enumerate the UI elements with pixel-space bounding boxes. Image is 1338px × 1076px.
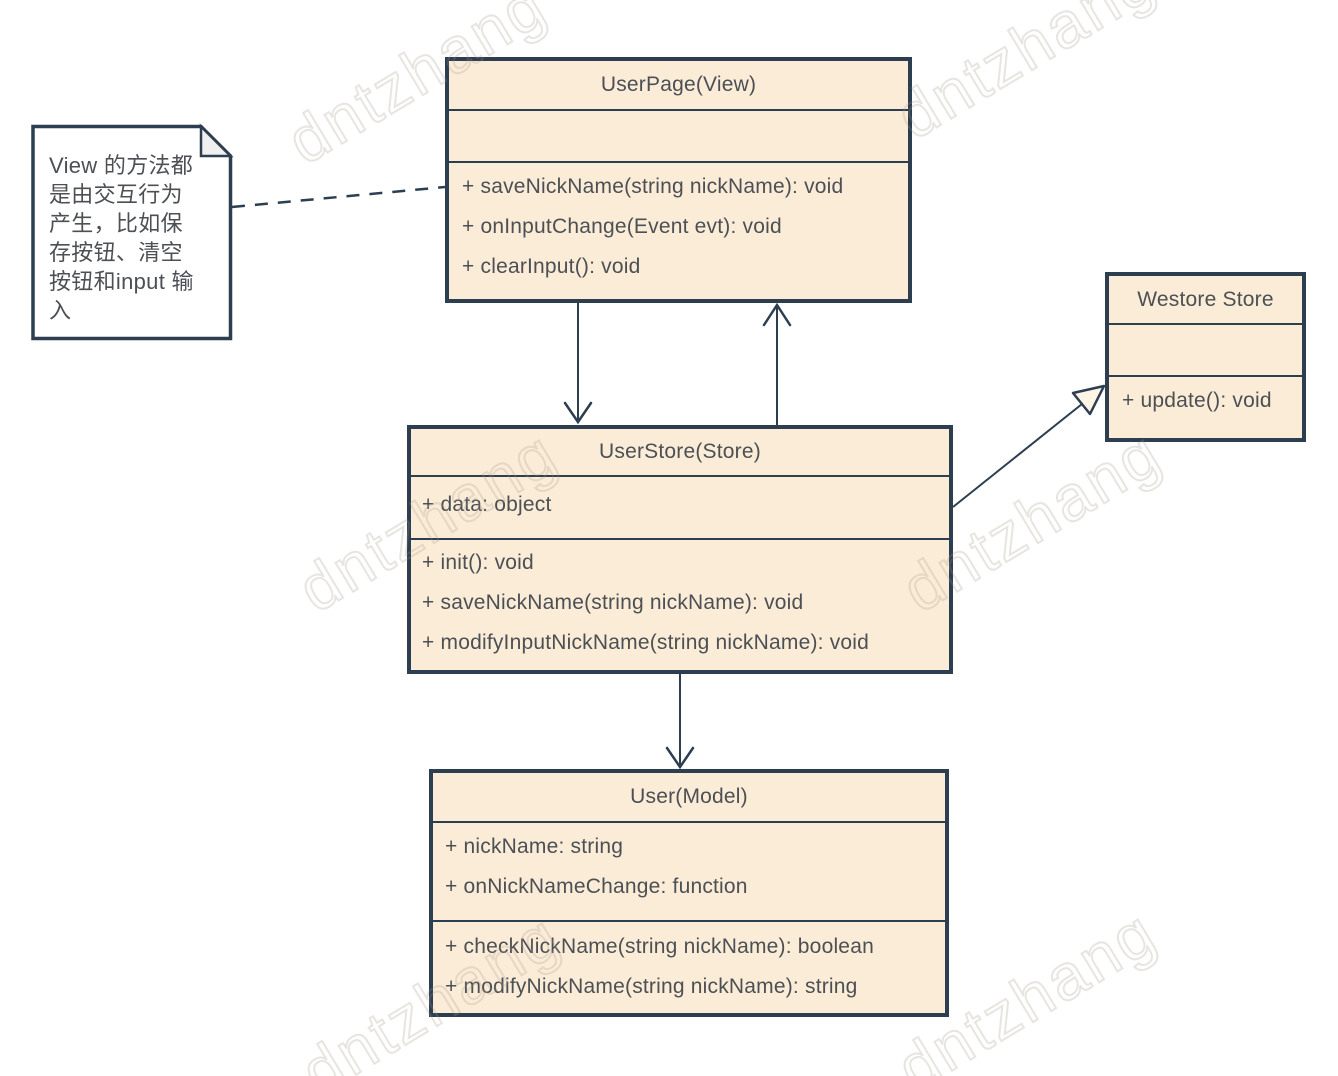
- arrow-userpage-to-userstore-head: [563, 401, 593, 425]
- generalization-userstore-to-westore-line: [952, 403, 1083, 508]
- class-attributes-userpage: [449, 111, 908, 163]
- class-box-user-model: User(Model) + nickName: string + onNickNa…: [429, 769, 949, 1017]
- note-folded-corner: [199, 123, 234, 158]
- attribute-line: + onNickNameChange: function: [445, 875, 748, 898]
- method-line: + checkNickName(string nickName): boolea…: [445, 935, 874, 958]
- class-title-userstore: UserStore(Store): [411, 429, 949, 477]
- generalization-arrowhead-icon: [1071, 384, 1106, 416]
- method-line: + saveNickName(string nickName): void: [462, 175, 844, 198]
- attribute-line: + nickName: string: [445, 835, 624, 858]
- class-methods-userstore: + init(): void + saveNickName(string nick…: [411, 540, 949, 670]
- class-attributes-westore-store: [1109, 325, 1302, 377]
- class-box-userpage: UserPage(View) + saveNickName(string nic…: [445, 57, 912, 303]
- class-methods-user-model: + checkNickName(string nickName): boolea…: [433, 922, 945, 1013]
- note-attachment-dashed-line: [231, 185, 446, 209]
- class-box-userstore: UserStore(Store) + data: object + init()…: [407, 425, 953, 674]
- method-line: + clearInput(): void: [462, 255, 641, 278]
- class-title-userpage: UserPage(View): [449, 61, 908, 111]
- note-shape: [31, 124, 233, 341]
- method-line: + init(): void: [422, 551, 534, 574]
- class-attributes-userstore: + data: object: [411, 477, 949, 540]
- arrow-userstore-to-user-head: [665, 746, 695, 770]
- method-line: + update(): void: [1122, 389, 1272, 412]
- class-title-westore-store: Westore Store: [1109, 276, 1302, 325]
- class-attributes-user-model: + nickName: string + onNickNameChange: fu…: [433, 823, 945, 922]
- class-methods-westore-store: + update(): void: [1109, 377, 1302, 438]
- class-box-westore-store: Westore Store + update(): void: [1105, 272, 1306, 442]
- arrow-userstore-to-userpage-head: [762, 302, 792, 327]
- class-methods-userpage: + saveNickName(string nickName): void + o…: [449, 163, 908, 299]
- method-line: + saveNickName(string nickName): void: [422, 591, 804, 614]
- class-title-user-model: User(Model): [433, 773, 945, 823]
- method-line: + modifyNickName(string nickName): strin…: [445, 975, 858, 998]
- note-text: View 的方法都 是由交互行为 产生，比如保 存按钮、清空 按钮和input …: [49, 153, 194, 323]
- attribute-line: + data: object: [422, 493, 552, 516]
- method-line: + onInputChange(Event evt): void: [462, 215, 782, 238]
- method-line: + modifyInputNickName(string nickName): …: [422, 631, 870, 654]
